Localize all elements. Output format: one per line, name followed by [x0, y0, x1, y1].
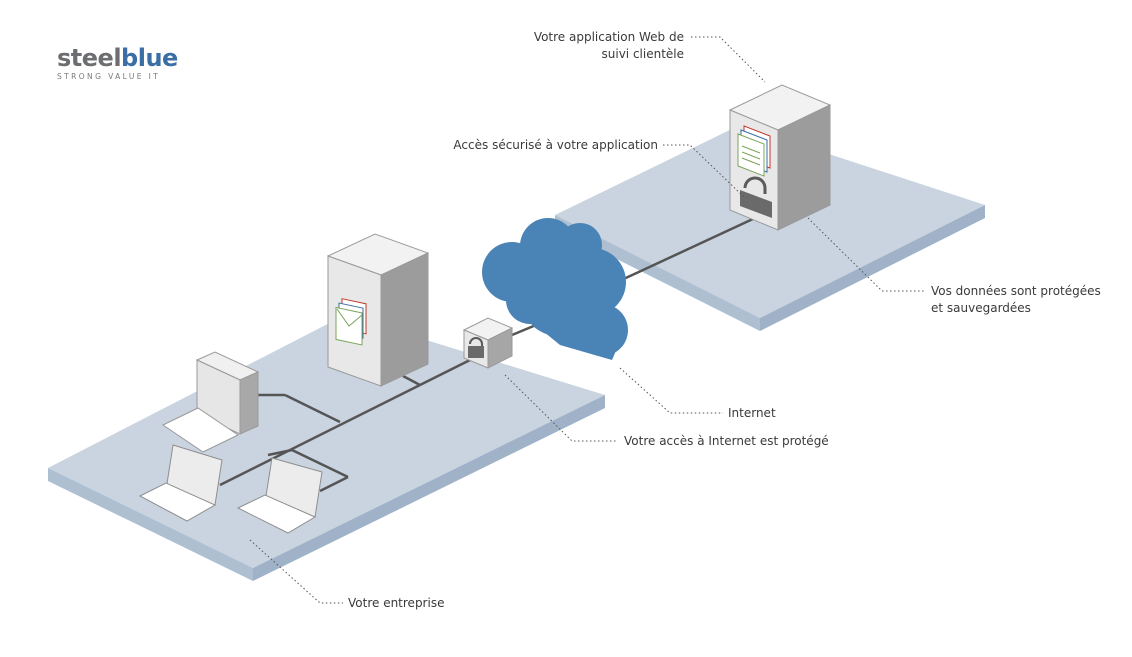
- label-company: Votre entreprise: [348, 596, 445, 610]
- mail-icon: [335, 298, 367, 346]
- label-data-protected-line2: et sauvegardées: [931, 301, 1031, 315]
- cloud-icon: [482, 218, 628, 360]
- label-internet: Internet: [728, 406, 776, 420]
- logo-word-part1: steel: [57, 44, 122, 72]
- steelblue-logo: steelblue STRONG VALUE IT: [57, 45, 178, 81]
- documents-icon: [737, 125, 771, 177]
- logo-word-part2: blue: [121, 44, 178, 72]
- label-web-app-line2: suivi clientèle: [601, 47, 685, 61]
- padlock-icon: [740, 176, 772, 218]
- label-internet-access: Votre accès à Internet est protégé: [624, 434, 829, 448]
- router-firewall: [462, 317, 514, 369]
- label-web-app-line1: Votre application Web de: [533, 30, 684, 44]
- label-data-protected-line1: Vos données sont protégées: [931, 284, 1101, 298]
- label-secure-access: Accès sécurisé à votre application: [453, 138, 658, 152]
- laptop-icon: [236, 457, 323, 534]
- company-platform: [48, 315, 605, 581]
- desktop-monitor-icon: [162, 351, 260, 453]
- mail-server: [326, 233, 430, 387]
- label-web-app: Votre application Web de suivi clientèle: [534, 29, 684, 63]
- laptop-icon: [138, 444, 223, 522]
- leader-lines: [249, 36, 925, 604]
- logo-wordmark: steelblue: [57, 45, 178, 71]
- logo-tagline: STRONG VALUE IT: [57, 72, 161, 81]
- padlock-icon: [468, 337, 484, 358]
- label-data-protected: Vos données sont protégées et sauvegardé…: [931, 283, 1101, 317]
- server-icon: [728, 84, 832, 231]
